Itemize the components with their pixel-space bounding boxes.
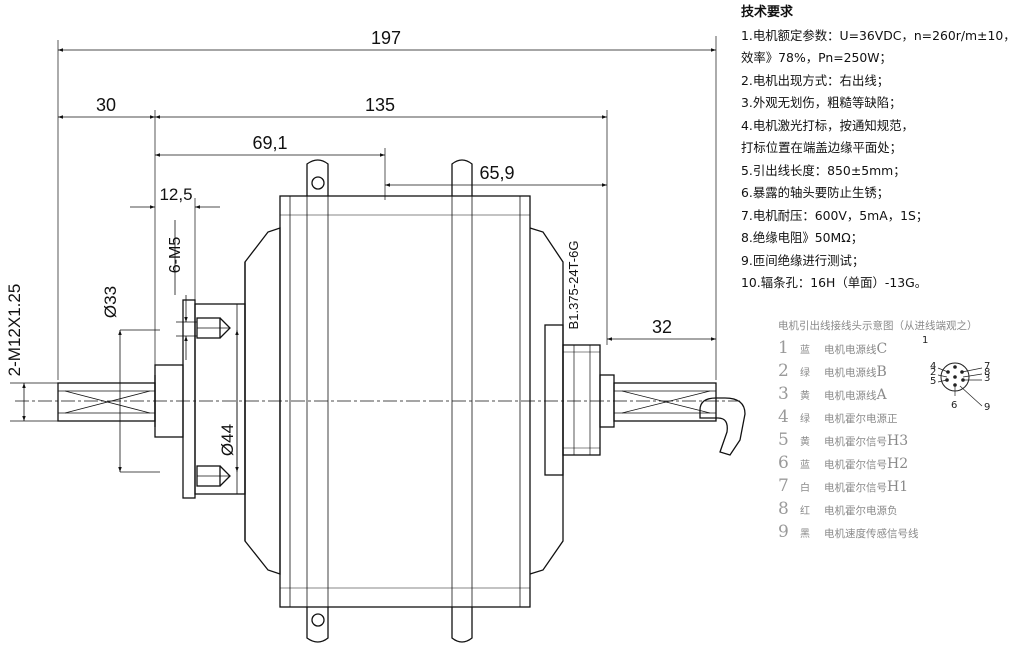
dim-half-left: 69,1 bbox=[252, 133, 287, 153]
wire-color: 红 bbox=[800, 506, 810, 517]
pin-label: 7 bbox=[984, 361, 990, 372]
note-line: 4.电机激光打标，按通知规范， bbox=[741, 117, 914, 133]
pin-label: 8 bbox=[984, 367, 990, 378]
pin-label: 1 bbox=[922, 335, 928, 346]
dim-flange-offset: 12,5 bbox=[159, 185, 192, 204]
wire-color: 黑 bbox=[800, 529, 810, 540]
pin-label: 5 bbox=[930, 376, 936, 387]
notes-title: 技术要求 bbox=[741, 5, 794, 20]
dim-body: 135 bbox=[365, 95, 395, 115]
wire-suffix: B bbox=[876, 364, 887, 380]
motor-outline bbox=[57, 159, 746, 643]
wire-function: 电机霍尔电源负 bbox=[824, 505, 898, 517]
note-line: 9.匝间绝缘进行测试； bbox=[741, 252, 865, 268]
wire-color: 白 bbox=[800, 483, 810, 494]
dim-screws: 6-M5 bbox=[167, 237, 184, 274]
dim-thread: 2-M12X1.25 bbox=[5, 284, 24, 377]
wire-color: 绿 bbox=[800, 414, 810, 425]
dim-shaft-left: 30 bbox=[96, 95, 116, 115]
dim-dia33: Ø33 bbox=[101, 286, 120, 318]
wire-function: 电机电源线 bbox=[824, 390, 877, 402]
dim-freewheel: B1.375-24T-6G bbox=[566, 241, 581, 330]
pin-label: 2 bbox=[930, 367, 936, 378]
wire-suffix: A bbox=[876, 387, 887, 403]
note-line: 8.绝缘电阻》50MΩ； bbox=[741, 230, 864, 245]
connector-pins bbox=[945, 365, 965, 387]
dim-overall: 197 bbox=[371, 28, 401, 48]
wire-function: 电机霍尔信号 bbox=[824, 436, 887, 448]
wire-function: 电机霍尔电源正 bbox=[824, 413, 898, 425]
dimension-lines bbox=[22, 48, 716, 473]
note-line: 效率》78%，Pn=250W； bbox=[741, 50, 892, 65]
dim-half-right: 65,9 bbox=[479, 163, 514, 183]
wire-suffix: H2 bbox=[887, 456, 909, 472]
wire-color: 黄 bbox=[800, 391, 810, 402]
pin-number: 1 bbox=[778, 338, 789, 358]
connector-diagram: 1 2 3 4 5 6 7 8 9 bbox=[922, 335, 990, 413]
wire-suffix: H3 bbox=[887, 433, 909, 449]
pin-label: 3 bbox=[984, 373, 990, 384]
pin-label: 9 bbox=[984, 402, 990, 413]
wire-color: 蓝 bbox=[800, 345, 810, 356]
pin-number: 7 bbox=[778, 476, 789, 496]
pin-number: 2 bbox=[778, 361, 789, 381]
pin-label: 6 bbox=[951, 400, 957, 411]
motor-drawing: 197 30 135 69,1 65,9 12,5 32 2-M12X1.25 … bbox=[5, 28, 746, 643]
wire-color: 黄 bbox=[800, 437, 810, 448]
wire-color: 绿 bbox=[800, 368, 810, 379]
wire-function: 电机电源线 bbox=[824, 344, 877, 356]
pin-number: 8 bbox=[778, 499, 789, 519]
note-line: 10.辐条孔：16H（单面）-13G。 bbox=[741, 275, 928, 290]
note-line: 6.暴露的轴头要防止生锈； bbox=[741, 185, 890, 200]
dim-right-shaft: 32 bbox=[652, 317, 672, 337]
pin-number: 5 bbox=[778, 430, 789, 450]
legend-title: 电机引出线接线头示意图（从进线端观之） bbox=[778, 320, 978, 332]
wire-function: 电机霍尔信号 bbox=[824, 482, 887, 494]
wire-suffix: C bbox=[876, 341, 888, 357]
wire-color: 蓝 bbox=[800, 460, 810, 471]
extension-lines bbox=[10, 36, 717, 422]
note-line: 1.电机额定参数：U=36VDC，n=260r/m±10， bbox=[741, 27, 1016, 43]
note-line: 7.电机耐压：600V，5mA，1S； bbox=[741, 207, 929, 223]
pin-leaders bbox=[937, 367, 983, 407]
note-line: 3.外观无划伤，粗糙等缺陷； bbox=[741, 95, 902, 110]
pin-number: 6 bbox=[778, 453, 789, 473]
technical-requirements: 技术要求 1.电机额定参数：U=36VDC，n=260r/m±10， 效率》78… bbox=[741, 2, 1016, 295]
note-line: 5.引出线长度：850±5mm； bbox=[741, 162, 906, 178]
pin-number: 3 bbox=[778, 384, 789, 404]
pin-number: 9 bbox=[778, 522, 789, 542]
pin-number: 4 bbox=[778, 407, 789, 427]
wire-suffix: H1 bbox=[887, 479, 909, 495]
note-line: 2.电机出现方式：右出线； bbox=[741, 72, 890, 88]
wire-function: 电机电源线 bbox=[824, 367, 877, 379]
wire-function: 电机速度传感信号线 bbox=[824, 528, 919, 540]
pin-label: 4 bbox=[930, 361, 936, 372]
note-line: 打标位置在端盖边缘平面处； bbox=[741, 140, 903, 155]
wire-function: 电机霍尔信号 bbox=[824, 459, 887, 471]
dim-dia44: Ø44 bbox=[218, 424, 237, 456]
